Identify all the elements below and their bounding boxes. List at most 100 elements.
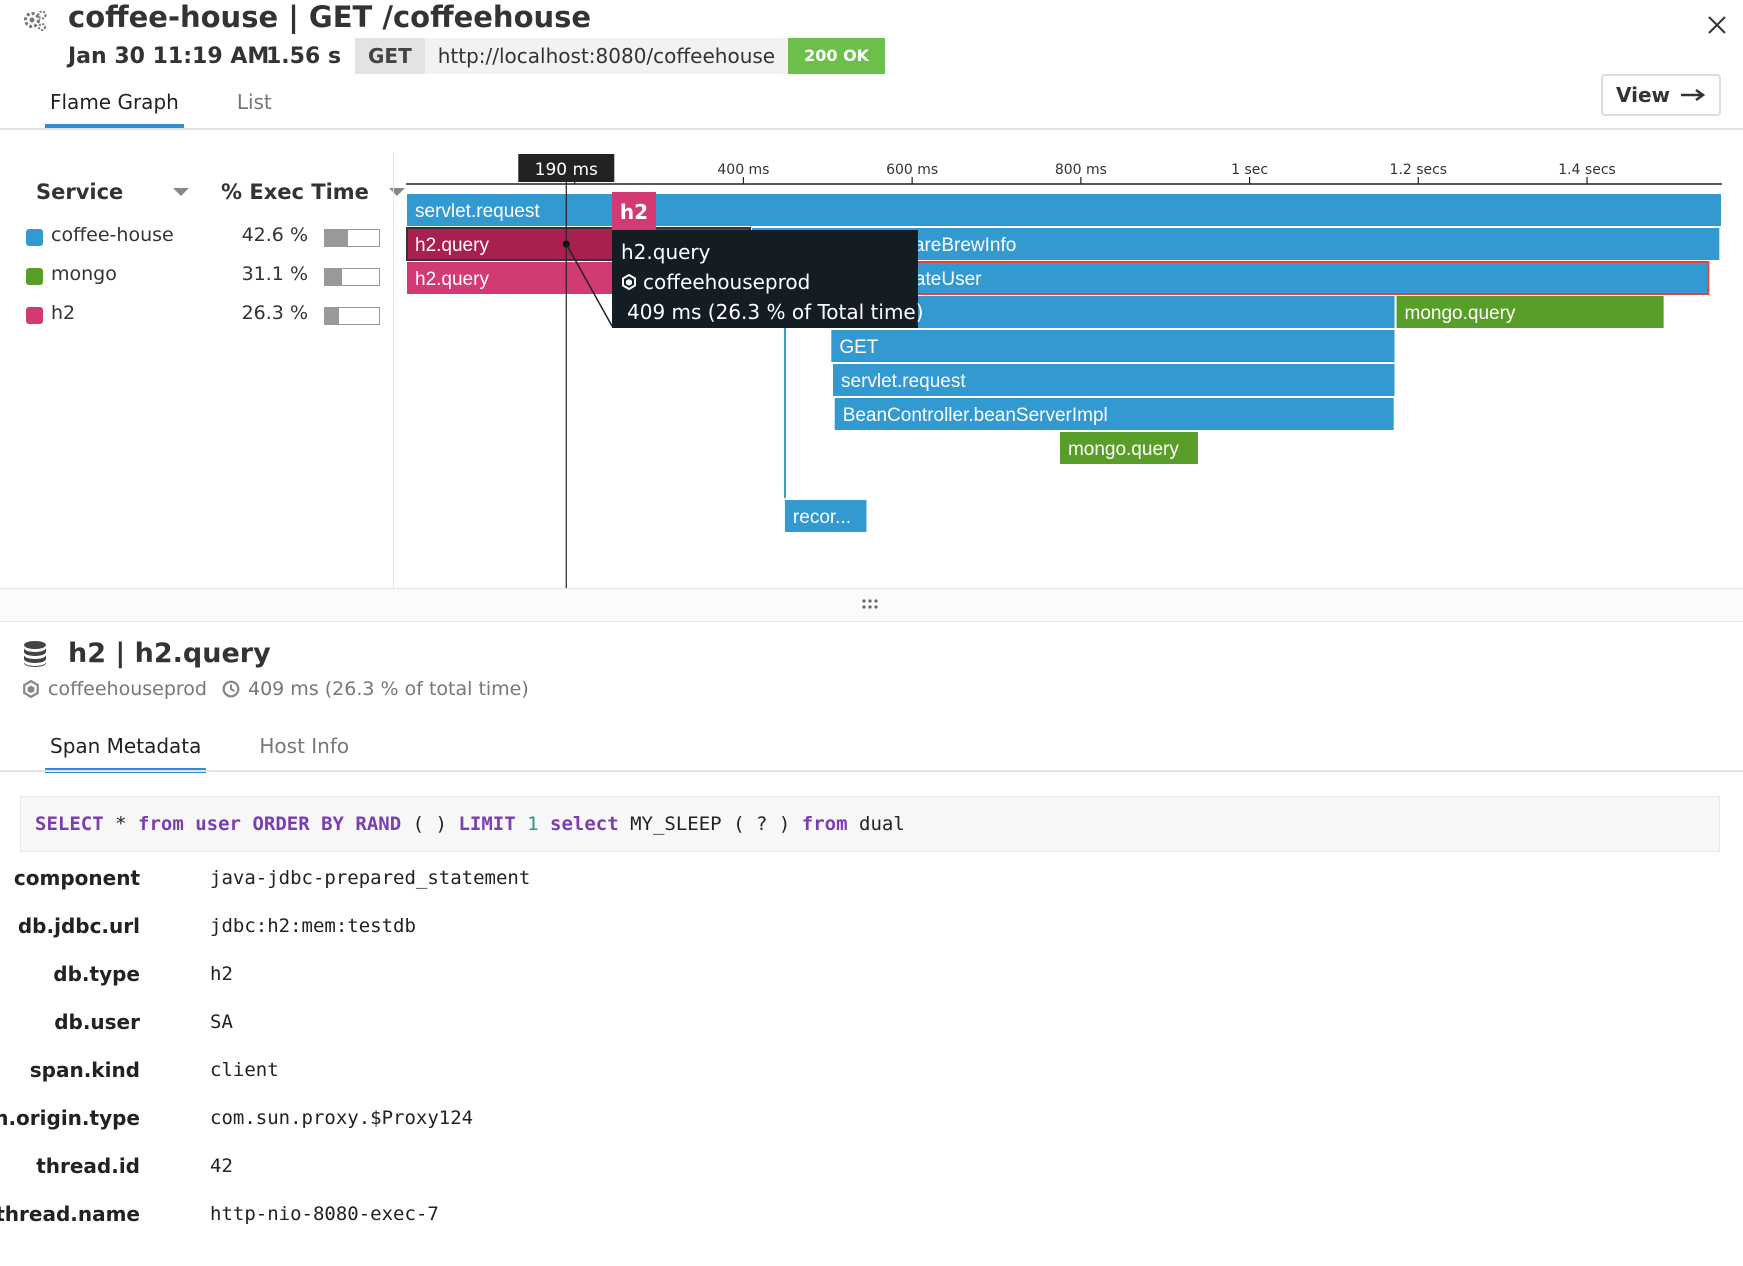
- service-pct: 26.3 %: [241, 302, 308, 324]
- tab-flame-graph[interactable]: Flame Graph: [45, 86, 184, 129]
- metadata-key: span.origin.type: [0, 1106, 140, 1130]
- axis-tick-label: 800 ms: [1055, 162, 1107, 178]
- page-title: coffee-house | GET /coffeehouse: [68, 0, 592, 34]
- close-icon[interactable]: [1704, 12, 1730, 38]
- span-time-row: 409 ms (26.3 % of total time): [222, 678, 529, 700]
- sql-token: ): [435, 813, 447, 835]
- metadata-value: SA: [210, 1011, 233, 1033]
- sql-token: dual: [859, 813, 905, 835]
- service-name: mongo: [51, 263, 117, 285]
- flame-span-label: h2.query: [415, 235, 489, 256]
- axis-tick-label: 1 sec: [1231, 162, 1268, 178]
- drag-handle-icon[interactable]: [860, 598, 880, 610]
- flame-span[interactable]: recor...: [784, 500, 867, 532]
- flame-span-label: mongo.query: [1068, 439, 1179, 460]
- service-column-header[interactable]: Service: [36, 180, 190, 204]
- detail-divider: [0, 770, 1743, 772]
- sql-token: LIMIT: [458, 813, 516, 835]
- sql-token: SELECT: [35, 813, 104, 835]
- service-row-coffee-house[interactable]: coffee-house 42.6 %: [26, 222, 386, 252]
- sql-token: RAND: [355, 813, 402, 835]
- sql-token: 1: [527, 813, 539, 835]
- trace-duration: 1.56 s: [266, 44, 342, 69]
- metadata-value: http-nio-8080-exec-7: [210, 1203, 439, 1225]
- flame-span-label: BeanController.beanServerImpl: [843, 405, 1108, 426]
- exec-time-bar: [324, 229, 380, 247]
- flame-span[interactable]: servlet.request: [833, 364, 1395, 396]
- gears-icon: [24, 10, 47, 31]
- metadata-key: db.jdbc.url: [17, 914, 140, 938]
- view-button-label: View: [1615, 83, 1671, 107]
- exec-time-header-label: % Exec Time: [221, 180, 369, 204]
- tab-span-metadata[interactable]: Span Metadata: [45, 730, 207, 773]
- axis-tick-label: 400 ms: [717, 162, 769, 178]
- sql-token: (: [733, 813, 745, 835]
- metadata-value: com.sun.proxy.$Proxy124: [210, 1107, 474, 1129]
- span-title: h2 | h2.query: [68, 638, 271, 669]
- flame-span-bar[interactable]: [834, 398, 1394, 430]
- flame-span-bar[interactable]: [831, 296, 1395, 328]
- view-button[interactable]: View: [1601, 74, 1721, 116]
- status-badge: 200 OK: [788, 38, 886, 74]
- sql-token: MY_SLEEP: [630, 813, 722, 835]
- metadata-value: jdbc:h2:mem:testdb: [210, 915, 416, 937]
- exec-time-bar: [324, 307, 380, 325]
- tooltip-leader: [565, 243, 613, 327]
- arrow-right-icon: [1681, 88, 1706, 102]
- service-row-h2[interactable]: h2 26.3 %: [26, 300, 386, 330]
- hover-service-badge: [612, 192, 656, 232]
- flame-span-label: h2.query: [415, 269, 489, 290]
- axis-tick-label: 1.2 secs: [1389, 162, 1447, 178]
- tooltip-env: coffeehouseprod: [643, 270, 811, 294]
- http-method-badge: GET: [355, 38, 425, 74]
- metadata-key: db.user: [54, 1010, 140, 1034]
- tooltip-time: 409 ms (26.3 % of Total time): [627, 300, 924, 324]
- axis-tick-label: 600 ms: [886, 162, 938, 178]
- hexagon-icon: [622, 274, 636, 290]
- hover-service-badge-label: h2: [620, 200, 648, 224]
- metadata-key: span.kind: [29, 1058, 140, 1082]
- flame-span-bar[interactable]: [1059, 432, 1198, 464]
- flame-span[interactable]: mongo.query: [1396, 296, 1664, 328]
- metadata-row: db.user SA: [0, 1010, 1700, 1046]
- sql-token: ?: [755, 813, 768, 835]
- tooltip-time-row: 409 ms (26.3 % of Total time): [621, 297, 924, 327]
- sql-token: from: [138, 813, 184, 835]
- sql-token: ORDER BY: [252, 813, 344, 835]
- request-summary: GET http://localhost:8080/coffeehouse 20…: [355, 38, 886, 74]
- detail-tabs: Span Metadata Host Info: [45, 730, 402, 773]
- flame-span-bar[interactable]: [831, 330, 1395, 362]
- flame-span-bar[interactable]: [784, 500, 867, 532]
- exec-time-column-header[interactable]: % Exec Time: [221, 180, 405, 204]
- flame-span[interactable]: GET: [831, 330, 1395, 362]
- service-color-swatch: [26, 229, 43, 246]
- service-pct: 31.1 %: [241, 263, 308, 285]
- span-env: coffeehouseprod: [48, 678, 207, 700]
- flame-span-label: mongo.query: [1405, 303, 1516, 324]
- metadata-key: thread.id: [36, 1154, 140, 1178]
- service-row-mongo[interactable]: mongo 31.1 %: [26, 261, 386, 291]
- flame-span-bar[interactable]: [833, 364, 1395, 396]
- flame-span[interactable]: mongo.query: [1059, 432, 1198, 464]
- service-color-swatch: [26, 307, 43, 324]
- hexagon-icon: [23, 680, 39, 698]
- cursor-dot: [562, 240, 570, 248]
- tooltip-env-row: coffeehouseprod: [621, 267, 918, 297]
- exec-time-bar: [324, 268, 380, 286]
- metadata-value: h2: [210, 963, 233, 985]
- trace-date: Jan 30 11:19 AM: [68, 44, 270, 69]
- metadata-key: db.type: [53, 962, 140, 986]
- cursor-label: 190 ms: [535, 160, 598, 180]
- span-time: 409 ms (26.3 % of total time): [248, 678, 529, 700]
- flame-span-bar[interactable]: [1396, 296, 1664, 328]
- database-icon: [24, 641, 46, 667]
- tab-list[interactable]: List: [236, 90, 272, 114]
- flame-span[interactable]: BeanController.beanServerImpl: [834, 398, 1394, 430]
- sql-token: from: [801, 813, 848, 835]
- panel-splitter[interactable]: [0, 588, 1743, 622]
- flame-span-bar[interactable]: [407, 194, 1721, 226]
- flame-span[interactable]: servlet.request: [407, 194, 1721, 226]
- tab-host-info[interactable]: Host Info: [259, 734, 350, 758]
